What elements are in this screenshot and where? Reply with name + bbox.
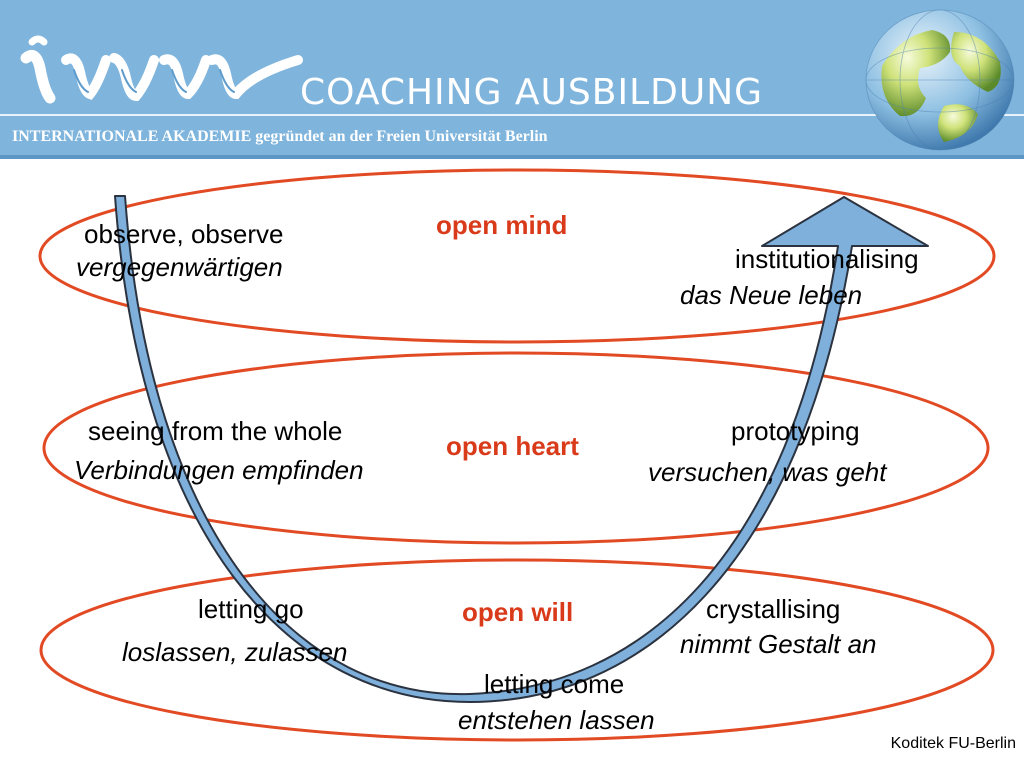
ellipse-open-heart	[42, 351, 990, 545]
label-letting-come: letting come	[484, 669, 625, 699]
label-verbindungen-empfinden: Verbindungen empfinden	[74, 455, 364, 485]
label-open-will: open will	[462, 597, 574, 627]
iww-logo	[20, 35, 303, 104]
label-nimmt-gestalt-an: nimmt Gestalt an	[680, 629, 877, 659]
label-vergegenwaertigen: vergegenwärtigen	[76, 252, 283, 282]
label-entstehen-lassen: entstehen lassen	[458, 705, 655, 735]
footer-credit: Koditek FU-Berlin	[890, 735, 1016, 752]
header-divider	[0, 114, 1024, 116]
label-das-neue-leben: das Neue leben	[680, 280, 863, 310]
label-prototyping: prototyping	[731, 416, 860, 446]
label-institutionalising: institutionalising	[735, 244, 919, 274]
header-bottom-border	[0, 155, 1024, 159]
label-crystallising: crystallising	[706, 594, 841, 624]
label-seeing-from-whole: seeing from the whole	[88, 416, 343, 446]
u-process-diagram	[38, 168, 996, 742]
ellipse-open-will	[39, 558, 995, 742]
u-arrow	[114, 195, 929, 703]
label-loslassen-zulassen: loslassen, zulassen	[122, 637, 348, 667]
label-versuchen-was-geht: versuchen, was geht	[648, 457, 887, 487]
label-open-mind: open mind	[436, 210, 568, 240]
globe-icon	[865, 9, 1015, 151]
label-letting-go: letting go	[198, 594, 304, 624]
label-observe: observe, observe	[84, 219, 284, 249]
header-banner: COACHING AUSBILDUNG INTERNATIONALE AKADE…	[0, 0, 1024, 159]
label-open-heart: open heart	[446, 431, 579, 461]
page-title: COACHING AUSBILDUNG	[300, 72, 764, 113]
ellipse-open-mind	[38, 168, 996, 344]
header-subtitle: INTERNATIONALE AKADEMIE gegründet an der…	[12, 128, 548, 145]
